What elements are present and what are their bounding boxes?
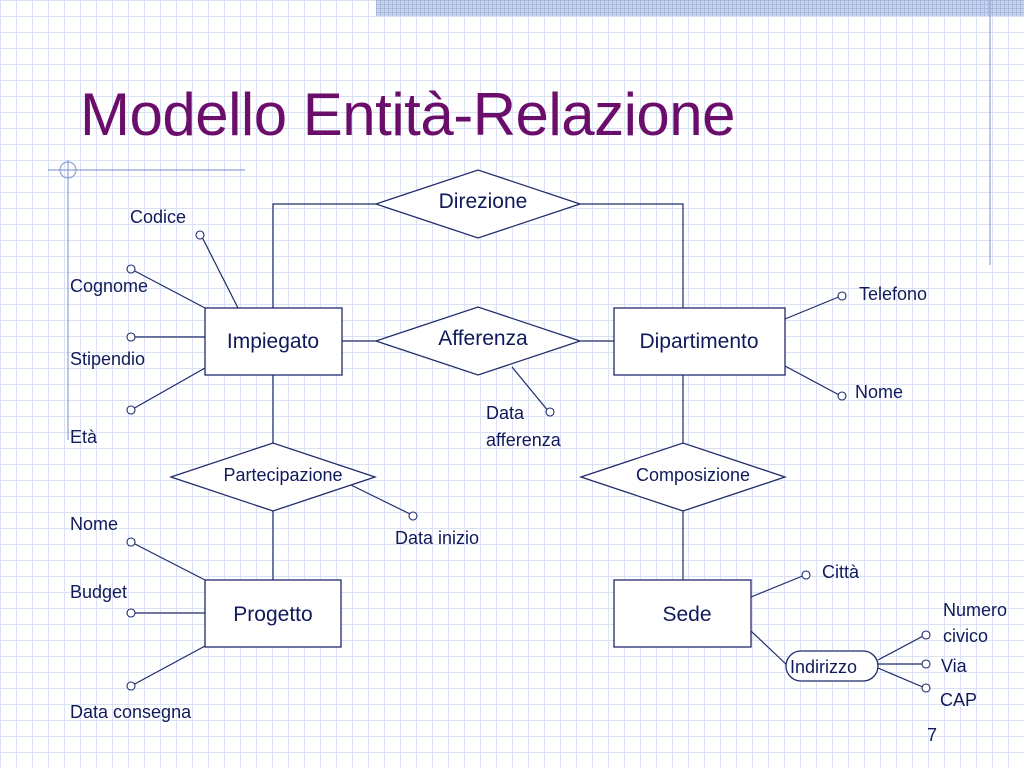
page-number: 7 <box>927 725 937 745</box>
attribute-cap: CAP <box>940 690 977 710</box>
entity-impiegato-label: Impiegato <box>227 330 319 353</box>
attribute-budget: Budget <box>70 582 127 602</box>
attribute-telefono: Telefono <box>859 284 927 304</box>
attribute-data-afferenza-line2: afferenza <box>486 430 562 450</box>
entity-dipartimento-label: Dipartimento <box>639 330 758 353</box>
relationship-partecipazione-label: Partecipazione <box>223 465 342 485</box>
attribute-labels: Codice Cognome Stipendio Età Telefono No… <box>70 207 1007 722</box>
relationship-direzione-label: Direzione <box>439 190 528 213</box>
slide-title: Modello Entità-Relazione <box>80 81 736 148</box>
attribute-data-afferenza-line1: Data <box>486 403 525 423</box>
attribute-progetto-nome: Nome <box>70 514 118 534</box>
attribute-codice: Codice <box>130 207 186 227</box>
entity-sede-label: Sede <box>662 603 711 626</box>
attribute-data-inizio: Data inizio <box>395 528 479 548</box>
entity-progetto: Progetto <box>204 579 342 648</box>
attribute-numero-civico-line2: civico <box>943 626 988 646</box>
attribute-citta: Città <box>822 562 860 582</box>
relationship-direzione: Direzione <box>373 169 583 239</box>
relationship-lines <box>272 203 684 580</box>
entity-progetto-label: Progetto <box>233 603 312 626</box>
relationship-afferenza: Afferenza <box>373 306 583 376</box>
attribute-numero-civico-line1: Numero <box>943 600 1007 620</box>
attribute-dots <box>126 230 931 693</box>
attribute-data-consegna: Data consegna <box>70 702 192 722</box>
slide-decoration <box>48 0 991 440</box>
attribute-lines <box>130 234 926 689</box>
attribute-stipendio: Stipendio <box>70 349 145 369</box>
header-decoration-band <box>376 0 1024 16</box>
attribute-eta: Età <box>70 427 98 447</box>
relationship-composizione-label: Composizione <box>636 465 750 485</box>
attribute-cognome: Cognome <box>70 276 148 296</box>
attribute-indirizzo: Indirizzo <box>785 650 879 682</box>
entity-sede: Sede <box>613 579 752 648</box>
attribute-dipartimento-nome: Nome <box>855 382 903 402</box>
entity-dipartimento: Dipartimento <box>613 307 786 376</box>
attribute-via: Via <box>941 656 968 676</box>
entity-impiegato: Impiegato <box>204 307 343 376</box>
attribute-indirizzo-label: Indirizzo <box>790 657 857 677</box>
relationship-partecipazione: Partecipazione <box>168 442 378 512</box>
relationship-composizione: Composizione <box>578 442 788 512</box>
relationship-afferenza-label: Afferenza <box>438 327 528 350</box>
